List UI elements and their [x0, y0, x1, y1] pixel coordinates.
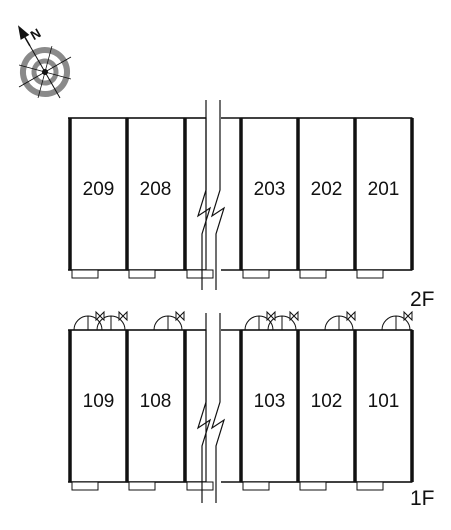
meter-icon [403, 310, 413, 322]
balcony [128, 269, 156, 279]
meter-icon [266, 310, 276, 322]
balcony [71, 269, 99, 279]
unit-cell-left-2 [184, 329, 207, 483]
balcony [186, 269, 214, 279]
unit-label: 103 [254, 391, 286, 412]
unit-label: 201 [368, 179, 400, 200]
floor-label-1f: 1F [410, 487, 435, 510]
break-line-left [196, 100, 212, 290]
unit-label: 202 [311, 179, 343, 200]
balcony [356, 269, 384, 279]
unit-label: 101 [368, 391, 400, 412]
door-icon [153, 310, 185, 331]
break-line-right [210, 313, 226, 503]
floor-1f: 109 108 103 102 101 [68, 310, 414, 503]
unit-label: 109 [83, 391, 115, 412]
unit-label: 209 [83, 179, 115, 200]
meter-icon [175, 310, 185, 322]
door-icon [244, 310, 276, 331]
compass-north-label: N [28, 25, 44, 43]
balcony [242, 269, 270, 279]
unit-label: 208 [140, 179, 172, 200]
floor-2f: 209 208 203 202 201 [68, 100, 414, 290]
unit-cell-left-2 [184, 117, 207, 271]
meter-icon [118, 310, 128, 322]
balcony [186, 481, 214, 491]
break-line-left [196, 313, 212, 503]
meter-icon [289, 310, 299, 322]
meter-icon [95, 310, 105, 322]
floor-label-2f: 2F [410, 288, 435, 311]
unit-label: 108 [140, 391, 172, 412]
balcony [356, 481, 384, 491]
balcony [299, 269, 327, 279]
door-icon [267, 310, 299, 331]
door-icon [381, 310, 413, 331]
compass-rose-icon: N [18, 25, 72, 99]
balcony [242, 481, 270, 491]
meter-icon [346, 310, 356, 322]
balcony [71, 481, 99, 491]
door-icon [96, 310, 128, 331]
balcony [299, 481, 327, 491]
door-icon [324, 310, 356, 331]
unit-label: 203 [254, 179, 286, 200]
unit-label: 102 [311, 391, 343, 412]
door-icon [73, 310, 105, 331]
break-line-right [210, 100, 226, 290]
balcony [128, 481, 156, 491]
